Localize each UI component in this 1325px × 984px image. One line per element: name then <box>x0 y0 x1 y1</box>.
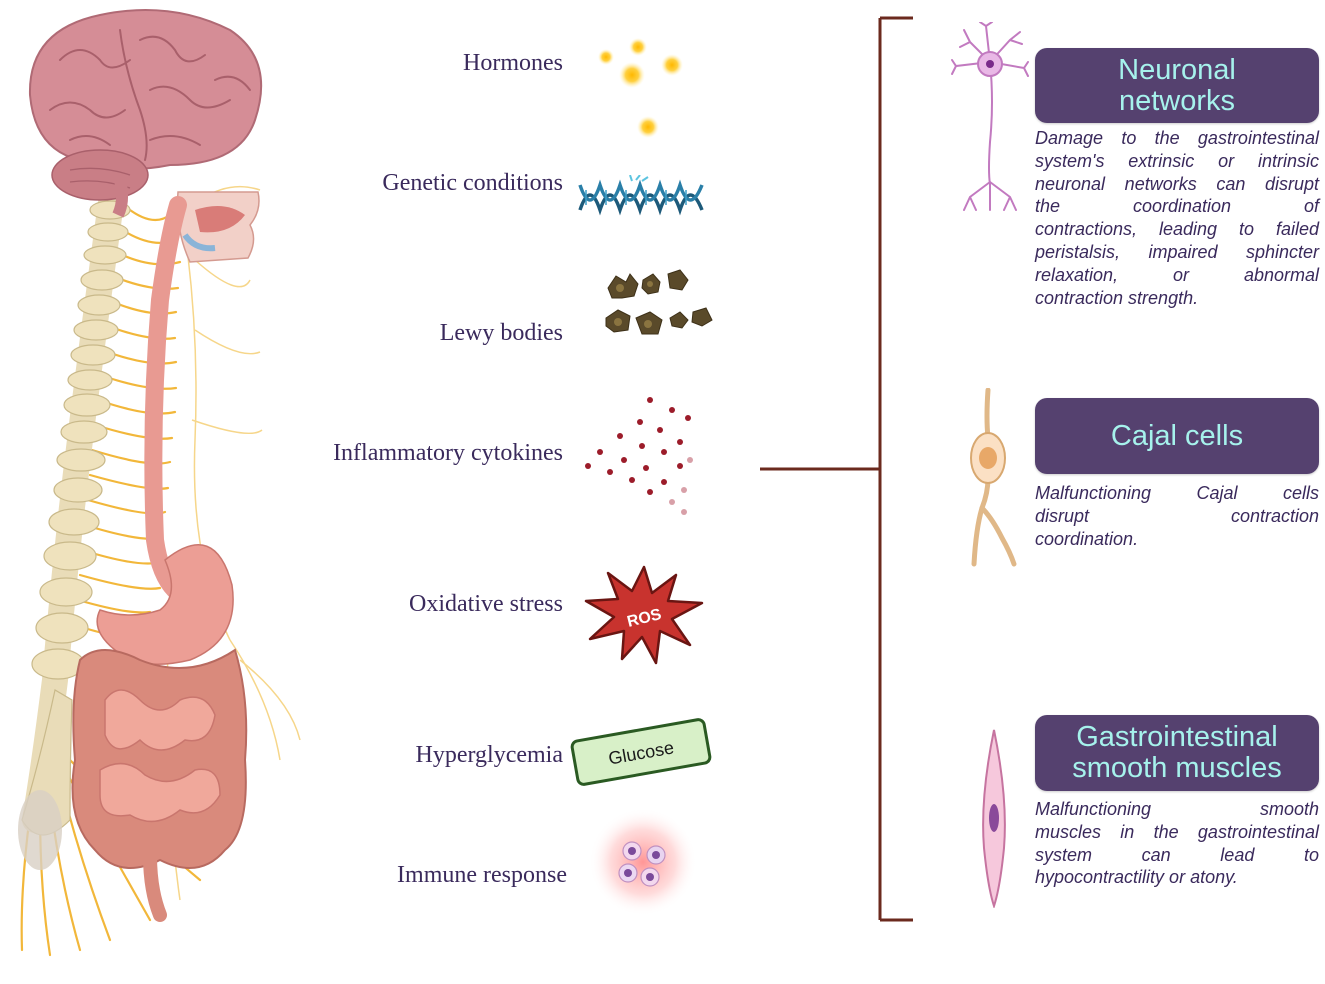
oral-cavity <box>176 191 260 263</box>
desc-line: muscles in the gastrointestinal <box>1035 821 1319 842</box>
neuronal-networks-box: Neuronal networks <box>1035 48 1319 123</box>
desc-line: system can lead to <box>1035 844 1319 865</box>
factor-label-genetic-conditions: Genetic conditions <box>382 170 563 196</box>
smooth-muscle-cell-icon <box>982 729 1006 908</box>
factor-label-hormones: Hormones <box>463 50 563 76</box>
desc-line: Damage to the gastrointestinal <box>1035 128 1319 148</box>
neuron-icon <box>951 22 1029 211</box>
spinal-column <box>18 182 131 870</box>
cytokines-icon <box>585 397 693 515</box>
gi-smooth-muscles-box: Gastrointestinal smooth muscles <box>1035 715 1319 791</box>
esophagus <box>144 196 187 599</box>
gi-smooth-muscles-description: Malfunctioning smooth muscles in the gas… <box>1035 798 1319 889</box>
immune-cells-icon <box>589 808 697 916</box>
dna-icon <box>578 175 704 216</box>
factor-label-inflammatory-cytokines: Inflammatory cytokines <box>333 440 563 466</box>
desc-line: contraction strength. <box>1035 287 1199 308</box>
cajal-cells-box: Cajal cells <box>1035 398 1319 474</box>
desc-line: neuronal networks can disrupt <box>1035 173 1319 194</box>
ros-burst-icon: ROS <box>584 565 704 665</box>
factor-label-lewy-bodies: Lewy bodies <box>439 320 563 346</box>
desc-line: relaxation, or abnormal <box>1035 264 1319 285</box>
desc-line: system's extrinsic or intrinsic <box>1035 150 1319 171</box>
desc-line: Malfunctioning Cajal cells <box>1035 483 1319 503</box>
gi-smooth-muscles-title-line-2: smooth muscles <box>1072 752 1282 784</box>
desc-line: hypocontractility or atony. <box>1035 867 1238 888</box>
desc-line: contractions, leading to failed <box>1035 219 1319 240</box>
factor-label-immune-response: Immune response <box>397 862 567 888</box>
neuronal-networks-title-line-1: Neuronal <box>1118 53 1236 86</box>
glucose-label-icon: Glucose <box>570 718 712 786</box>
desc-line: coordination. <box>1035 528 1139 549</box>
neuronal-networks-title-line-2: networks <box>1118 84 1236 117</box>
cajal-cell-icon <box>970 388 1017 567</box>
gi-smooth-muscles-title-line-1: Gastrointestinal <box>1076 721 1278 753</box>
cajal-cells-title: Cajal cells <box>1110 419 1244 452</box>
brain <box>28 9 263 218</box>
lewy-bodies-icon <box>605 269 713 335</box>
desc-line: the coordination of <box>1035 196 1319 217</box>
desc-line: Malfunctioning smooth <box>1035 799 1319 819</box>
desc-line: peristalsis, impaired sphincter <box>1035 241 1319 262</box>
factor-label-oxidative-stress: Oxidative stress <box>409 591 563 617</box>
anatomy-illustration <box>18 9 301 957</box>
desc-line: disrupt contraction <box>1035 505 1319 526</box>
factor-label-hyperglycemia: Hyperglycemia <box>415 742 563 768</box>
neuronal-networks-description: Damage to the gastrointestinal system's … <box>1035 127 1319 309</box>
bracket-connector <box>760 16 913 922</box>
cajal-cells-description: Malfunctioning Cajal cells disrupt contr… <box>1035 482 1319 550</box>
intestines <box>71 648 248 922</box>
hormone-particles-icon <box>598 38 683 138</box>
